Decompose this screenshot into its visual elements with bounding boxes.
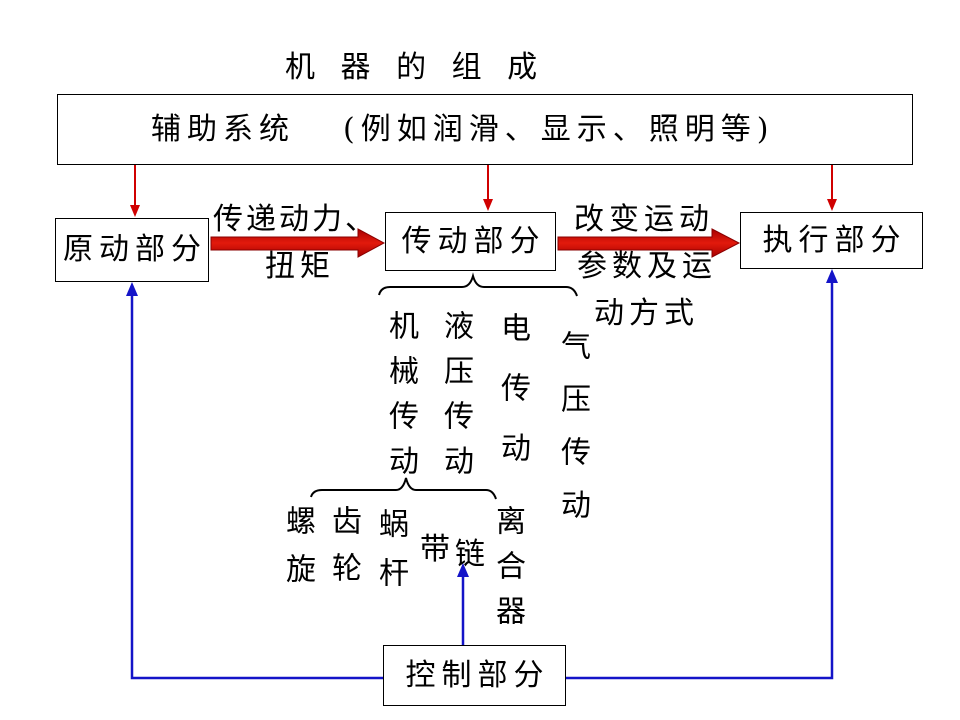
transmission-label: 传动部分 xyxy=(401,223,546,259)
aux-arrow-to-transmission xyxy=(483,165,493,211)
motion-flow-label-line2: 参数及运 xyxy=(577,249,717,284)
executor-box: 执行部分 xyxy=(740,212,923,269)
prime-mover-label: 原动部分 xyxy=(63,232,207,267)
motion-flow-label-line1: 改变运动 xyxy=(574,202,714,237)
mechanical-type-screw: 螺旋 xyxy=(280,505,315,601)
transmission-type-hydraulic: 液压传动 xyxy=(438,310,473,490)
power-flow-arrow xyxy=(210,228,386,258)
transmission-types-brace xyxy=(378,272,578,297)
prime-mover-box: 原动部分 xyxy=(55,218,209,282)
transmission-box: 传动部分 xyxy=(385,212,556,271)
aux-arrow-to-prime-mover xyxy=(130,165,140,217)
power-flow-label-line1: 传递动力、 xyxy=(213,202,378,237)
aux-arrow-to-executor xyxy=(827,165,837,211)
mechanical-type-chain: 链 xyxy=(455,537,485,572)
page-title: 机 器 的 组 成 xyxy=(285,50,546,85)
control-line-to-chain xyxy=(457,563,469,645)
transmission-type-mechanical: 机械传动 xyxy=(383,310,418,490)
mechanical-type-belt: 带 xyxy=(420,532,450,567)
auxiliary-system-note: (例如润滑、显示、照明等) xyxy=(343,112,775,147)
executor-label: 执行部分 xyxy=(762,222,907,258)
control-line-to-prime-mover xyxy=(126,282,383,680)
mechanical-type-worm: 蜗杆 xyxy=(373,508,408,606)
power-flow-label-line2: 扭矩 xyxy=(265,249,335,284)
transmission-type-pneumatic: 气压传动 xyxy=(555,330,590,542)
control-box: 控制部分 xyxy=(383,645,566,706)
auxiliary-system-label: 辅助系统 xyxy=(151,112,295,147)
mechanical-types-brace xyxy=(310,477,497,500)
control-label: 控制部分 xyxy=(405,657,550,693)
motion-flow-arrow xyxy=(557,228,741,258)
control-line-to-executor xyxy=(565,269,838,680)
transmission-type-electric: 电传动 xyxy=(495,312,530,492)
mechanical-type-gear: 齿轮 xyxy=(326,505,361,599)
mechanical-type-clutch: 离合器 xyxy=(490,505,525,640)
motion-flow-label-line3: 动方式 xyxy=(594,296,699,331)
auxiliary-system-box: 辅助系统 (例如润滑、显示、照明等) xyxy=(57,94,913,165)
